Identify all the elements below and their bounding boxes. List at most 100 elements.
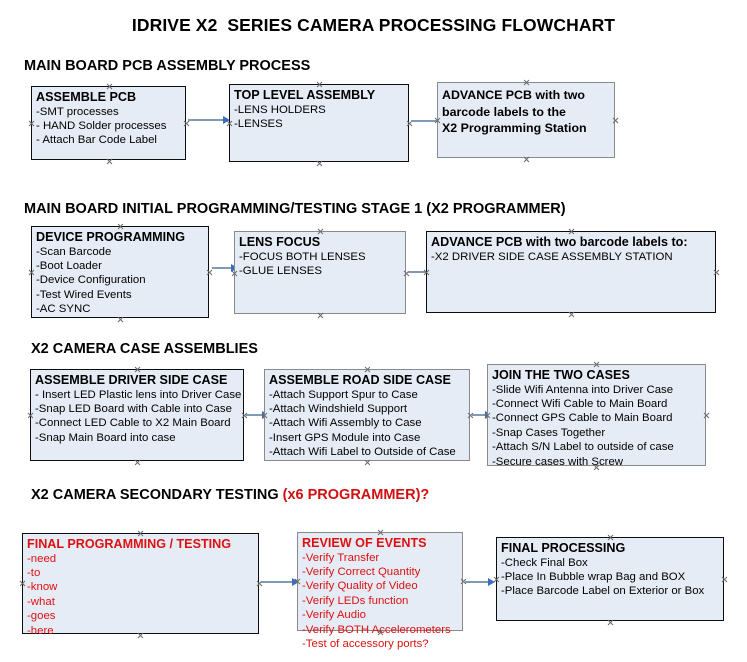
connector-handle-top	[523, 79, 530, 86]
connector-handle-top	[364, 366, 371, 373]
box-line: -Verify BOTH Accelerometers	[302, 623, 451, 636]
box-title: ADVANCE PCB with two barcode labels to:	[431, 235, 688, 249]
box-title: DEVICE PROGRAMMING	[36, 230, 186, 244]
box-line: -Slide Wifi Antenna into Driver Case	[492, 383, 674, 396]
box-line: -Verify Transfer	[302, 551, 380, 564]
connector-handle-left	[28, 269, 35, 276]
box-title: JOIN THE TWO CASES	[492, 368, 630, 382]
box-device-programming[interactable]: DEVICE PROGRAMMING -Scan Barcode -Boot L…	[31, 226, 209, 318]
connector-handle-top	[377, 529, 384, 536]
box-line: -Verify LEDs function	[302, 594, 409, 607]
box-line: -Boot Loader	[36, 259, 102, 272]
connector-handle-left	[27, 412, 34, 419]
box-line: -Attach Windshield Support	[269, 402, 408, 415]
box-line: -FOCUS BOTH LENSES	[239, 250, 366, 263]
box-title: FINAL PROGRAMMING / TESTING	[27, 537, 232, 551]
section-heading-main-board-pcb-assembly: MAIN BOARD PCB ASSEMBLY PROCESS	[24, 58, 310, 74]
box-line: -LENS HOLDERS	[234, 103, 326, 116]
box-title: FINAL PROCESSING	[501, 541, 626, 555]
connector-handle-top	[568, 228, 575, 235]
connector-handle-top	[316, 81, 323, 88]
arrow-final-programming-to-review-of-events	[261, 578, 301, 587]
box-title: LENS FOCUS	[239, 235, 321, 249]
box-line: -Insert GPS Module into Case	[269, 431, 421, 444]
connector-handle-top	[134, 366, 141, 373]
connector-handle-top	[317, 228, 324, 235]
box-line: -Verify Quality of Video	[302, 580, 418, 593]
connector-handle-top	[593, 361, 600, 368]
box-top-level-assembly[interactable]: TOP LEVEL ASSEMBLY -LENS HOLDERS -LENSES	[229, 84, 409, 162]
box-line: -Verify Audio	[302, 609, 366, 622]
connector-handle-bottom	[607, 619, 614, 626]
connector-handle-bottom	[316, 160, 323, 167]
box-line: -what	[27, 595, 55, 608]
box-advance-pcb-driver-side-station[interactable]: ADVANCE PCB with two barcode labels to: …	[426, 231, 716, 313]
box-title: ASSEMBLE DRIVER SIDE CASE	[35, 373, 228, 387]
connector-handle-bottom	[106, 158, 113, 165]
box-assemble-road-side-case[interactable]: ASSEMBLE ROAD SIDE CASE -Attach Support …	[264, 369, 470, 461]
connector-handle-top	[137, 530, 144, 537]
box-line: -Attach Wifi Label to Outside of Case	[269, 446, 456, 459]
box-line-overflow: -Test of accessory ports?	[302, 637, 429, 650]
section-heading-main-board-initial-programming: MAIN BOARD INITIAL PROGRAMMING/TESTING S…	[24, 201, 566, 217]
box-line: -Place Barcode Label on Exterior or Box	[501, 585, 705, 598]
box-line: -here	[27, 624, 54, 637]
connector-handle-top	[106, 83, 113, 90]
connector-handle-bottom	[568, 311, 575, 318]
box-lens-focus[interactable]: LENS FOCUS -FOCUS BOTH LENSES -GLUE LENS…	[234, 231, 406, 314]
box-join-the-two-cases[interactable]: JOIN THE TWO CASES -Slide Wifi Antenna i…	[487, 361, 706, 468]
box-line: -Device Configuration	[36, 274, 146, 287]
connector-handle-left	[28, 120, 35, 127]
box-line: -Secure cases with Screw	[492, 455, 624, 468]
box-line: -goes	[27, 610, 56, 623]
box-line: - Insert LED Plastic lens into Driver Ca…	[35, 388, 242, 401]
section-heading-text: MAIN BOARD PCB ASSEMBLY PROCESS	[24, 58, 311, 74]
section-heading-x2-camera-secondary-testing: X2 CAMERA SECONDARY TESTING (x6 PROGRAMM…	[31, 487, 429, 503]
connector-handle-bottom	[134, 459, 141, 466]
section-heading-x2-camera-case-assemblies: X2 CAMERA CASE ASSEMBLIES	[31, 341, 258, 357]
box-line: X2 Programming Station	[442, 121, 587, 135]
section-heading-text: X2 CAMERA CASE ASSEMBLIES	[31, 341, 258, 357]
box-line: -Attach Wifi Assembly to Case	[269, 417, 422, 430]
box-review-of-events[interactable]: REVIEW OF EVENTS -Verify Transfer -Verif…	[297, 529, 463, 650]
box-line: -Snap LED Board with Cable into Case	[35, 402, 232, 415]
connector-handle-left	[19, 580, 26, 587]
box-line: -need	[27, 552, 57, 565]
box-line: -Connect Wifi Cable to Main Board	[492, 397, 668, 410]
arrow-assemble-pcb-to-top-level-assembly	[188, 116, 230, 125]
box-line: barcode labels to the	[442, 104, 566, 119]
box-title: ADVANCE PCB with two	[442, 88, 585, 102]
box-final-processing[interactable]: FINAL PROCESSING -Check Final Box -Place…	[496, 537, 724, 621]
connector-handle-bottom	[317, 312, 324, 319]
section-heading-text: MAIN BOARD INITIAL PROGRAMMING/TESTING S…	[24, 201, 566, 217]
connector-handle-right	[713, 269, 720, 276]
box-line: -Check Final Box	[501, 556, 588, 569]
box-line: -Test Wired Events	[36, 288, 132, 301]
page-title: IDRIVE X2 SERIES CAMERA PROCESSING FLOWC…	[131, 15, 616, 35]
box-line: -X2 DRIVER SIDE CASE ASSEMBLY STATION	[431, 250, 673, 263]
box-line: -Place In Bubble wrap Bag and BOX	[501, 570, 686, 583]
box-title: ASSEMBLE ROAD SIDE CASE	[269, 373, 451, 387]
box-title: REVIEW OF EVENTS	[302, 536, 427, 550]
section-heading-accent: (x6 PROGRAMMER)?	[282, 487, 430, 503]
box-title: TOP LEVEL ASSEMBLY	[234, 88, 376, 102]
box-line: -Attach Support Spur to Case	[269, 388, 418, 401]
box-assemble-pcb[interactable]: ASSEMBLE PCB -SMT processes - HAND Solde…	[31, 86, 186, 160]
box-line: - Attach Bar Code Label	[36, 134, 157, 147]
box-assemble-driver-side-case[interactable]: ASSEMBLE DRIVER SIDE CASE - Insert LED P…	[30, 369, 244, 461]
connector-handle-bottom	[117, 316, 124, 323]
box-line: -to	[27, 566, 41, 579]
box-line: -AC SYNC	[36, 303, 91, 316]
box-line: -SMT processes	[36, 105, 119, 118]
section-heading-text: X2 CAMERA SECONDARY TESTING	[31, 487, 283, 503]
box-line: -Connect GPS Cable to Main Board	[492, 412, 673, 425]
box-line: -Connect LED Cable to X2 Main Board	[35, 417, 231, 430]
box-line: -Scan Barcode	[36, 245, 112, 258]
box-line: -GLUE LENSES	[239, 264, 322, 277]
box-advance-pcb-programming-station[interactable]: ADVANCE PCB with two barcode labels to t…	[437, 82, 615, 158]
connector-handle-bottom	[523, 156, 530, 163]
box-final-programming-testing[interactable]: FINAL PROGRAMMING / TESTING -need -to -k…	[19, 530, 259, 637]
box-title: ASSEMBLE PCB	[36, 90, 137, 104]
connector-handle-top	[117, 223, 124, 230]
